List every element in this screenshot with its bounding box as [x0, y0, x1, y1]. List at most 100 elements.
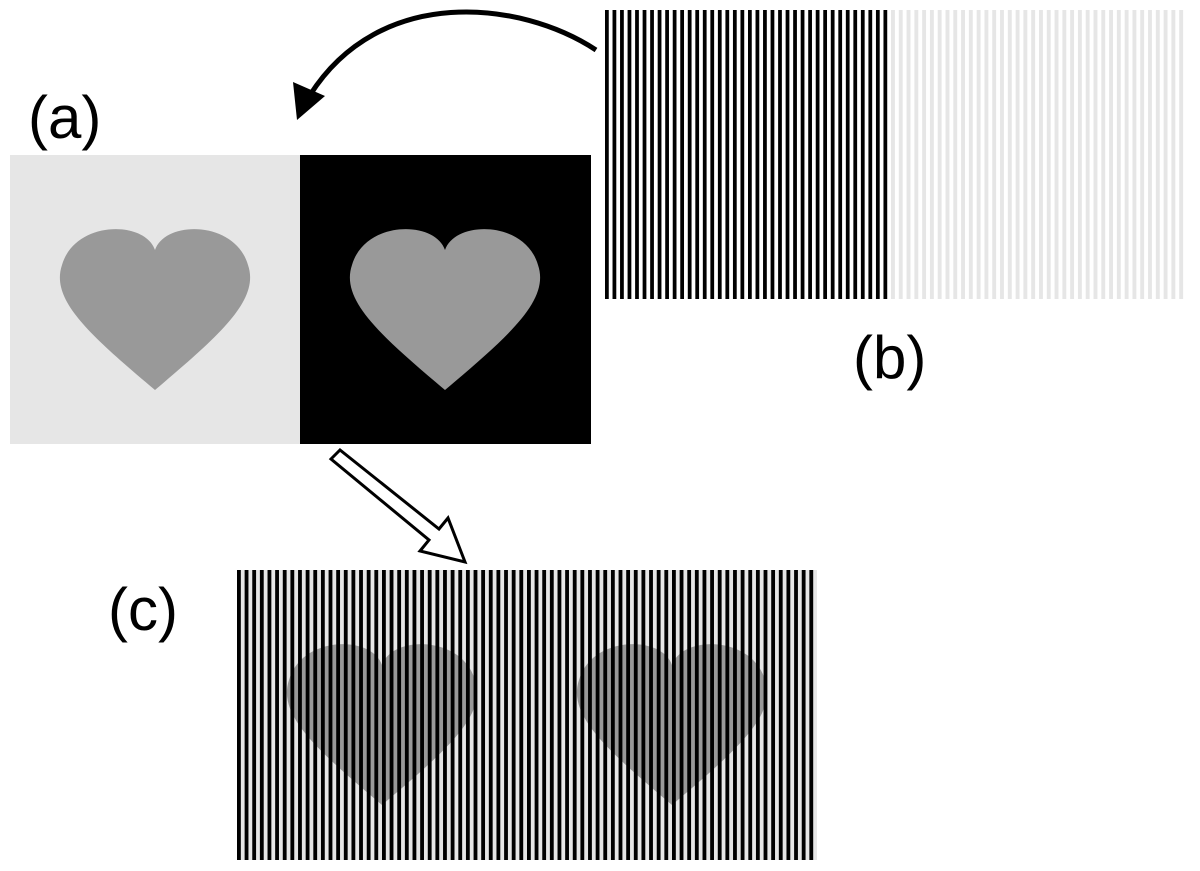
black-stripe: [868, 10, 873, 299]
black-stripe: [860, 10, 865, 299]
black-stripe: [665, 10, 669, 299]
panel-b-label: (b): [853, 324, 926, 391]
black-stripe: [603, 570, 608, 860]
black-stripe: [641, 570, 646, 860]
black-stripe: [443, 570, 447, 860]
black-stripe: [808, 10, 812, 299]
gray-stripe: [1116, 10, 1121, 299]
gray-stripe: [898, 10, 903, 299]
black-stripe: [397, 570, 402, 860]
black-stripe: [778, 10, 782, 299]
black-stripe: [778, 570, 783, 860]
black-stripe: [695, 10, 700, 299]
panel-a-label: (a): [28, 84, 101, 151]
black-stripe: [785, 10, 790, 299]
black-stripe: [610, 570, 615, 860]
black-stripe: [800, 10, 805, 299]
black-stripe: [527, 570, 531, 860]
black-stripe: [549, 570, 554, 860]
black-stripe: [845, 10, 850, 299]
gray-stripe: [1023, 10, 1028, 299]
gray-stripe: [992, 10, 997, 299]
black-stripe: [717, 570, 722, 860]
black-stripe: [656, 570, 661, 860]
gray-stripe: [1124, 10, 1129, 299]
black-stripe: [883, 10, 888, 299]
hollow-arrow-shape: [328, 447, 468, 565]
black-stripe: [732, 10, 737, 299]
black-stripe: [605, 10, 609, 299]
black-stripe: [672, 10, 677, 299]
black-stripe: [620, 10, 624, 299]
black-stripe: [626, 570, 631, 860]
black-stripe: [252, 570, 257, 860]
black-stripe: [237, 570, 241, 860]
black-stripe: [275, 570, 279, 860]
gray-stripe: [1015, 10, 1020, 299]
panel-c-label: (c): [108, 576, 178, 643]
gray-stripe: [1163, 10, 1168, 299]
gray-stripe: [1046, 10, 1051, 299]
black-stripe: [672, 570, 676, 860]
black-stripe: [244, 570, 249, 860]
gray-stripe: [929, 10, 934, 299]
curved-arrow-shaft: [307, 9, 598, 97]
gray-stripe: [1093, 10, 1098, 299]
black-stripe: [618, 570, 623, 860]
black-stripe: [717, 10, 722, 299]
black-stripe: [801, 570, 806, 860]
gray-stripe: [1155, 10, 1160, 299]
black-stripe: [481, 570, 486, 860]
black-stripe: [267, 570, 272, 860]
panel-b-black-stripes: [605, 10, 888, 299]
gray-stripe: [1101, 10, 1106, 299]
black-stripe: [351, 570, 356, 860]
gray-stripe: [1031, 10, 1036, 299]
black-stripe: [748, 10, 752, 299]
black-stripe: [374, 570, 379, 860]
black-stripe: [320, 570, 325, 860]
black-stripe: [313, 570, 318, 860]
black-stripe: [336, 570, 341, 860]
gray-stripe: [922, 10, 927, 299]
black-stripe: [435, 570, 440, 860]
black-stripe: [679, 570, 684, 860]
black-stripe: [830, 10, 835, 299]
black-stripe: [343, 570, 348, 860]
black-stripe: [259, 570, 264, 860]
gray-stripe: [1077, 10, 1082, 299]
black-stripe: [725, 10, 730, 299]
gray-stripe: [953, 10, 958, 299]
black-stripe: [519, 570, 524, 860]
black-stripe: [853, 10, 858, 299]
black-stripe: [815, 10, 820, 299]
black-stripe: [733, 570, 737, 860]
black-stripe: [557, 570, 562, 860]
black-stripe: [755, 570, 760, 860]
gray-stripe: [1140, 10, 1145, 299]
gray-stripe: [1085, 10, 1090, 299]
black-stripe: [635, 10, 639, 299]
panel-c: (c): [108, 570, 817, 860]
gray-stripe: [1179, 10, 1184, 299]
black-stripe: [565, 570, 569, 860]
black-stripe: [786, 570, 791, 860]
panel-b: (b): [605, 10, 1184, 391]
black-stripe: [496, 570, 501, 860]
black-stripe: [488, 570, 493, 860]
black-stripe: [650, 10, 654, 299]
black-stripe: [642, 10, 647, 299]
black-stripe: [282, 570, 287, 860]
gray-stripe: [906, 10, 911, 299]
black-stripe: [763, 10, 767, 299]
panel-a: (a): [10, 84, 591, 444]
gray-stripe: [914, 10, 919, 299]
black-stripe: [534, 570, 539, 860]
gray-stripe: [1132, 10, 1137, 299]
black-stripe: [687, 570, 692, 860]
black-stripe: [664, 570, 669, 860]
black-stripe: [794, 570, 798, 860]
black-stripe: [633, 570, 638, 860]
gray-stripe: [968, 10, 973, 299]
